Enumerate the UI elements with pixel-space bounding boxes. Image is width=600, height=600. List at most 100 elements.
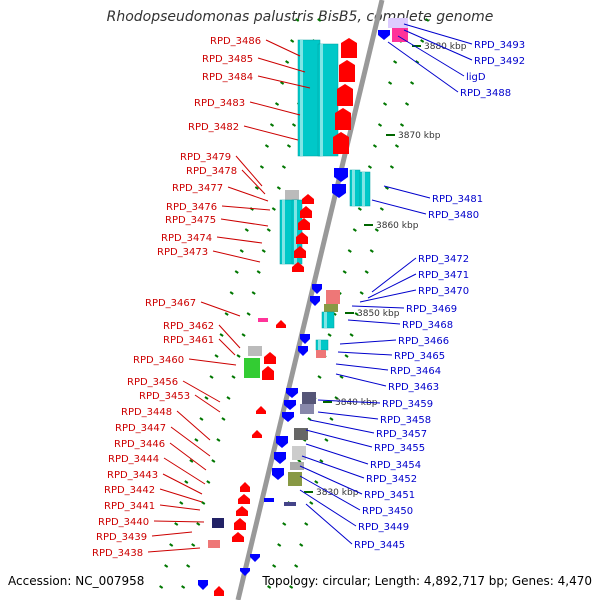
leader-line [301,455,365,479]
scale-tick [393,60,398,64]
cds-forward [341,38,357,58]
scale-tick [425,18,430,22]
cds-reverse [264,498,274,502]
gene-label-reverse: RPD_3493 [474,40,525,51]
scale-tick [231,375,236,379]
scale-tick [277,543,282,547]
leader-line [397,35,465,77]
genome-summary-text: Topology: circular; Length: 4,892,717 bp… [262,574,592,588]
gene-label-forward: RPD_3446 [114,439,165,450]
gene-label-forward: RPD_3444 [108,454,159,465]
scale-tick [354,312,359,316]
cds-darkgray [302,392,316,404]
scale-tick [382,102,388,106]
scale-tick [404,102,410,106]
gene-label-forward: RPD_3479 [180,152,231,163]
cds-forward [214,586,224,596]
gene-label-reverse: RPD_3466 [398,336,449,347]
cds-forward [339,60,355,82]
scale-tick [214,354,219,358]
cds-block-shade [318,340,321,350]
cds-reverse [240,568,250,576]
leader-line [359,289,417,303]
gene-label-forward: RPD_3447 [115,423,166,434]
leader-line [403,29,473,61]
cds-block [315,339,329,351]
cds-forward [240,482,250,492]
scale-tick [388,81,393,85]
gene-label-reverse: RPD_3481 [432,194,483,205]
cds-reverse [274,452,286,464]
leader-line [339,339,397,345]
scale-label: 3850 kbp [357,309,400,319]
cds-olive [324,304,338,312]
cds-gray [285,190,299,200]
cds-gray [292,446,306,460]
gene-label-reverse: RPD_3445 [354,540,405,551]
leader-line [383,185,431,199]
gene-label-forward: RPD_3485 [202,54,253,65]
scale-tick [224,312,229,316]
leader-line [257,57,306,73]
cds-block-shade [352,170,355,206]
cds-forward [234,518,246,530]
leader-line [257,75,311,89]
gene-label-forward: RPD_3461 [163,335,214,346]
gene-label-reverse: RPD_3472 [418,254,469,265]
scale-tick [267,585,272,589]
gene-label-forward: RPD_3484 [202,72,253,83]
scale-tick [317,375,322,379]
gene-label-forward: RPD_3478 [186,166,237,177]
cds-forward [238,494,250,504]
scale-tick [367,165,372,169]
gene-label-reverse: RPD_3449 [358,522,409,533]
scale-tick [216,438,221,442]
leader-line [147,547,201,553]
leader-line [265,39,301,57]
scale-tick [199,417,204,421]
scale-tick [374,228,379,232]
scale-tick [352,228,357,232]
leader-line [387,41,459,93]
scale-tick [164,564,169,568]
scale-tick [291,123,297,127]
scale-tick [304,522,309,526]
gene-label-forward: RPD_3473 [157,247,208,258]
gene-label-forward: RPD_3460 [133,355,184,366]
cds-pink [392,28,408,42]
scale-tick [226,396,231,400]
leader-line [309,419,375,434]
leader-line [220,218,269,227]
leader-line [367,273,417,299]
cds-reverse [332,184,346,198]
leader-line [153,520,205,523]
scale-tick [372,144,378,148]
scale-tick [274,102,280,106]
scale-tick [266,228,271,232]
leader-line [243,125,299,141]
cds-reverse [272,468,284,480]
accession-text: Accession: NC_007958 [8,574,145,588]
scale-tick [389,165,394,169]
scale-tick [241,333,246,337]
cds-reverse [250,554,260,562]
scale-tick [219,333,224,337]
cds-reverse [286,388,298,398]
scale-tick [319,459,324,463]
gene-label-reverse: RPD_3451 [364,490,415,501]
cds-gray [290,462,304,470]
scale-tick [201,501,206,505]
gene-label-reverse: RPD_3488 [460,88,511,99]
scale-tick [290,39,295,43]
gene-label-reverse: RPD_3459 [382,399,433,410]
scale-tick [329,417,334,421]
scale-tick [415,60,420,64]
cds-reverse [282,412,294,422]
cds-reverse [378,30,390,40]
cds-forward [232,532,244,542]
scale-tick [342,270,347,274]
leader-line [194,394,221,413]
scale-tick [184,480,189,484]
leader-line [169,442,207,471]
leader-line [317,411,379,420]
